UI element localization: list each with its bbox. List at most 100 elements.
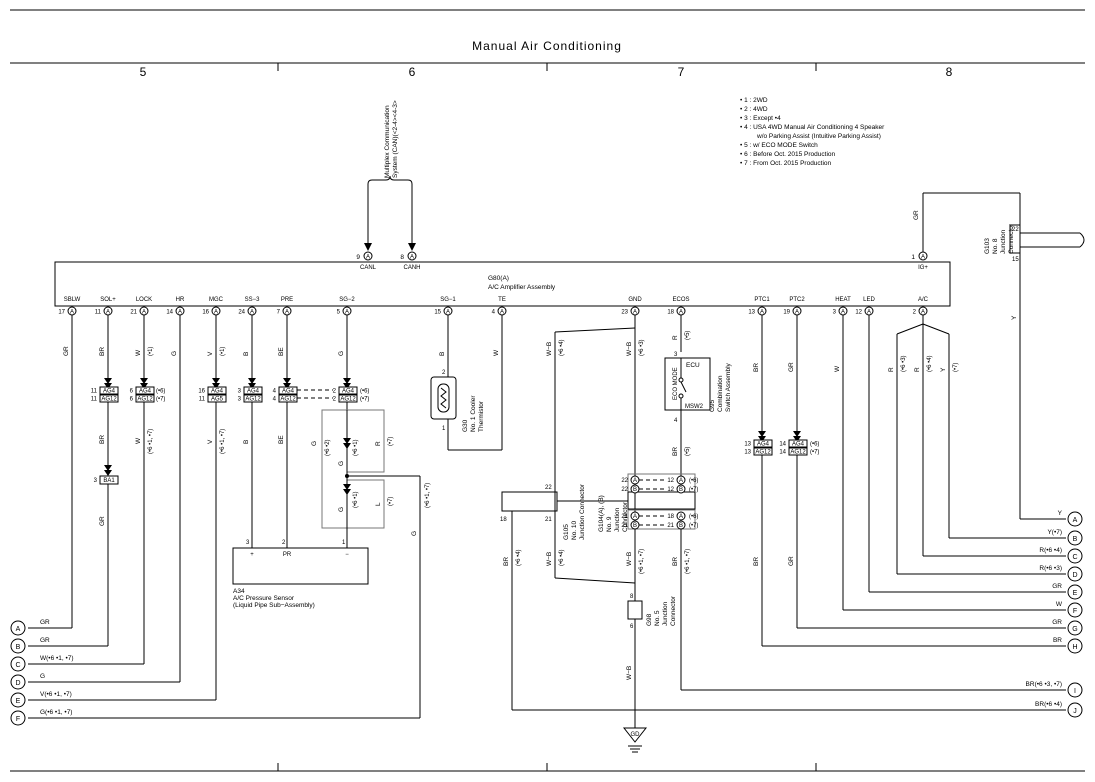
svg-text:GR: GR — [788, 556, 795, 566]
svg-text:G: G — [411, 531, 418, 536]
svg-text:(•6): (•6) — [810, 442, 819, 448]
offpage-left-f[interactable]: FG(•6 •1, •7) — [10, 709, 72, 726]
svg-text:(•6 •1, •7): (•6 •1, •7) — [220, 429, 226, 454]
offpage-left-e[interactable]: EV(•6 •1, •7) — [10, 691, 72, 708]
svg-text:(•7): (•7) — [360, 397, 369, 403]
svg-text:A: A — [106, 310, 110, 316]
svg-text:(•7): (•7) — [156, 397, 165, 403]
svg-text:BR: BR — [672, 557, 679, 566]
svg-text:C: C — [15, 662, 20, 669]
svg-text:2: 2 — [442, 370, 446, 376]
section-6: 6 — [409, 65, 416, 79]
svg-text:B: B — [243, 352, 250, 356]
svg-text:BR: BR — [99, 435, 106, 444]
pressure-sensor-sub: (Liquid Pipe Sub−Assembly) — [233, 602, 315, 609]
svg-text:16: 16 — [198, 389, 205, 395]
svg-text:A: A — [410, 255, 414, 261]
svg-text:2: 2 — [333, 389, 337, 395]
svg-text:R: R — [914, 367, 921, 372]
page-title: Manual Air Conditioning — [472, 39, 622, 53]
top-pin-canl: 9 A CANL — [356, 251, 377, 271]
svg-text:11: 11 — [91, 397, 98, 403]
offpage-right-h[interactable]: HBR — [1053, 637, 1083, 654]
svg-text:GR: GR — [99, 516, 106, 526]
offpage-right-d[interactable]: DR(•6 •3) — [1039, 565, 1083, 582]
svg-text:15: 15 — [1012, 257, 1019, 263]
note-3: • 3 : Except •4 — [740, 115, 781, 122]
svg-text:11: 11 — [95, 310, 102, 316]
svg-text:B: B — [633, 487, 637, 493]
svg-text:2: 2 — [282, 540, 286, 546]
offpage-left-a[interactable]: AGR — [10, 619, 50, 636]
svg-text:A: A — [633, 310, 637, 316]
svg-text:W−B: W−B — [626, 342, 633, 356]
svg-text:B: B — [439, 352, 446, 356]
offpage-right-i[interactable]: IBR(•6 •3, •7) — [1026, 681, 1083, 698]
svg-text:No. 8: No. 8 — [992, 238, 999, 254]
svg-text:B: B — [633, 523, 637, 529]
svg-text:21: 21 — [667, 523, 674, 529]
svg-text:SG−1: SG−1 — [440, 297, 456, 303]
svg-text:AG12: AG12 — [755, 450, 771, 456]
can-label-1: Multiplex Communication — [384, 105, 391, 178]
offpage-right-b[interactable]: BY(•7) — [1047, 529, 1083, 546]
svg-text:GR: GR — [40, 619, 50, 626]
svg-text:Connector: Connector — [1008, 223, 1015, 254]
svg-text:A: A — [142, 310, 146, 316]
svg-text:(•6 •1): (•6 •1) — [353, 491, 359, 508]
svg-text:(•6): (•6) — [689, 514, 698, 520]
offpage-left-c[interactable]: C W(•6 •1, •7) — [10, 655, 74, 672]
svg-text:W(•6 •1, •7): W(•6 •1, •7) — [40, 655, 74, 662]
section-5: 5 — [140, 65, 147, 79]
svg-text:4: 4 — [492, 310, 496, 316]
svg-text:ECO MODE: ECO MODE — [673, 367, 679, 400]
offpage-right-e[interactable]: EGR — [1052, 583, 1083, 600]
svg-text:A: A — [446, 310, 450, 316]
svg-text:A: A — [679, 478, 683, 484]
svg-text:BR: BR — [99, 347, 106, 356]
offpage-right-a[interactable]: AY — [1058, 510, 1083, 527]
svg-text:AG4: AG4 — [139, 389, 152, 395]
svg-text:R(•6 •3): R(•6 •3) — [1039, 565, 1062, 572]
svg-text:G: G — [338, 461, 345, 466]
svg-text:AG12: AG12 — [340, 397, 356, 403]
svg-text:A: A — [867, 310, 871, 316]
svg-text:F: F — [1073, 608, 1077, 615]
svg-text:PRE: PRE — [281, 297, 293, 303]
svg-text:BR: BR — [672, 447, 679, 456]
svg-text:W−B: W−B — [546, 342, 553, 356]
jc9-pins: A22 B22 A21 B21 A12 B12 A18 B21 (•6)(•7)… — [621, 475, 698, 530]
svg-text:(•6): (•6) — [689, 478, 698, 484]
svg-text:MGC: MGC — [209, 297, 224, 303]
svg-text:A/C: A/C — [918, 297, 929, 303]
svg-text:A: A — [921, 255, 925, 261]
offpage-right-j[interactable]: JBR(•6 •4) — [1035, 701, 1083, 718]
svg-text:No. 9: No. 9 — [606, 516, 613, 532]
svg-text:Connector: Connector — [670, 595, 677, 626]
svg-text:AG12: AG12 — [790, 450, 806, 456]
svg-text:18: 18 — [500, 517, 507, 523]
svg-text:(•7): (•7) — [388, 497, 394, 506]
svg-text:(•6 •3): (•6 •3) — [901, 355, 907, 372]
note-2: • 2 : 4WD — [740, 106, 768, 113]
offpage-left-b[interactable]: BGR — [10, 637, 50, 654]
svg-text:(•1): (•1) — [148, 347, 154, 356]
svg-text:B: B — [679, 523, 683, 529]
svg-text:AG5: AG5 — [211, 397, 224, 403]
svg-text:Junction Connector: Junction Connector — [579, 483, 586, 540]
svg-text:A: A — [345, 310, 349, 316]
offpage-right-f[interactable]: FW — [1056, 601, 1083, 618]
svg-text:BR(•6 •4): BR(•6 •4) — [1035, 701, 1062, 708]
offpage-right-g[interactable]: GGR — [1052, 619, 1083, 636]
amp-pin-sol: SOL+A11 — [95, 297, 116, 316]
svg-text:A: A — [500, 310, 504, 316]
offpage-left-d[interactable]: DG — [10, 673, 45, 690]
svg-text:1: 1 — [342, 540, 346, 546]
svg-text:W−B: W−B — [546, 552, 553, 566]
svg-text:W−B: W−B — [626, 666, 633, 680]
offpage-right-c[interactable]: CR(•6 •4) — [1039, 547, 1083, 564]
